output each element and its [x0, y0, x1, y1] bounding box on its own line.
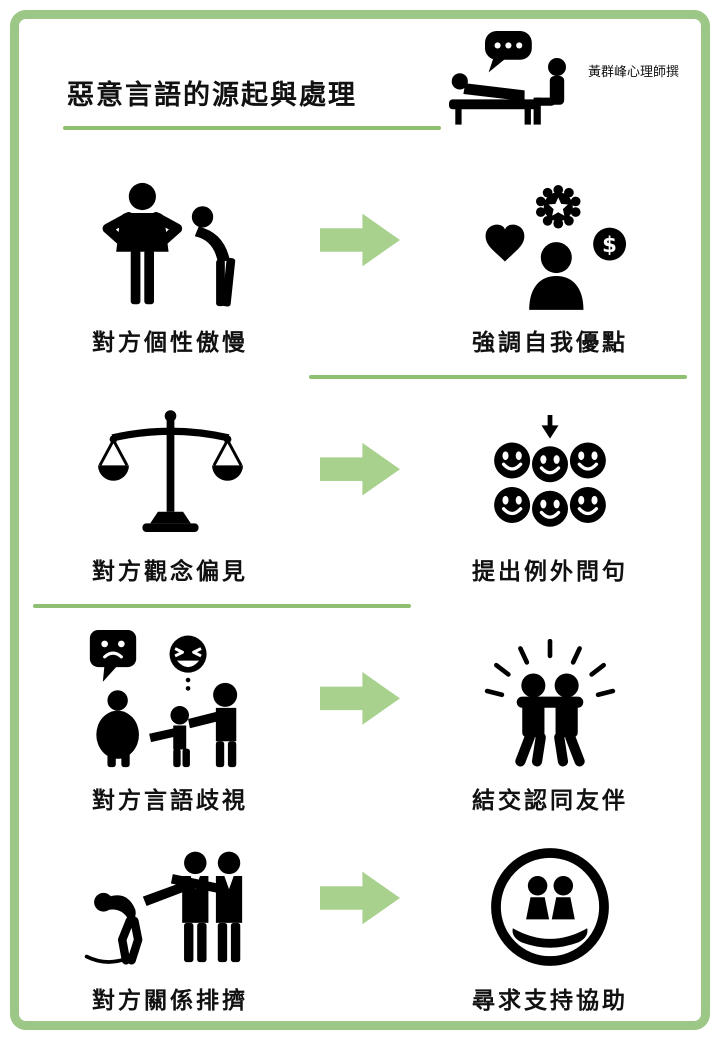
- row-2-arrow-cell: [301, 398, 419, 584]
- row-1-response-cell: $ 強調自我優點: [419, 169, 681, 355]
- divider-right: [309, 374, 687, 379]
- header: 惡意言語的源起與處理: [39, 19, 681, 169]
- content-rows: 對方個性傲慢: [33, 169, 687, 1013]
- response-label: 強調自我優點: [472, 329, 628, 355]
- smiley-grid-icon: [474, 398, 626, 540]
- row-2: 對方觀念偏見: [39, 398, 681, 584]
- row-2-cause-cell: 對方觀念偏見: [39, 398, 301, 584]
- cause-label: 對方言語歧視: [92, 787, 248, 814]
- counselor-couch-icon: [449, 31, 575, 130]
- row-3-response-cell: 結交認同友伴: [419, 627, 681, 813]
- exclusion-icon: [81, 827, 259, 969]
- row-3: 對方言語歧視: [39, 627, 681, 813]
- cause-label: 對方關係排擠: [92, 986, 248, 1013]
- friends-embrace-icon: [476, 627, 624, 769]
- author-credit: 黃群峰心理師撰: [587, 64, 679, 79]
- support-hand-icon: [488, 827, 612, 969]
- page-title: 惡意言語的源起與處理: [67, 80, 357, 110]
- response-label: 尋求支持協助: [472, 986, 628, 1013]
- row-4-response-cell: 尋求支持協助: [419, 827, 681, 1013]
- cause-label: 對方觀念偏見: [92, 558, 248, 585]
- response-label: 提出例外問句: [472, 558, 628, 585]
- title-underline: [63, 126, 441, 130]
- row-1: 對方個性傲慢: [39, 169, 681, 355]
- row-2-response-cell: 提出例外問句: [419, 398, 681, 584]
- response-label: 結交認同友伴: [472, 787, 628, 814]
- right-arrow-icon: [320, 213, 400, 267]
- row-4-cause-cell: 對方關係排擠: [39, 827, 301, 1013]
- cause-label: 對方個性傲慢: [92, 329, 248, 355]
- right-arrow-icon: [320, 871, 400, 925]
- right-arrow-icon: [320, 672, 400, 725]
- verbal-mockery-icon: [84, 627, 256, 769]
- row-4: 對方關係排擠: [39, 827, 681, 1013]
- row-4-arrow-cell: [301, 827, 419, 1013]
- svg-text:$: $: [602, 233, 617, 258]
- right-arrow-icon: [320, 442, 400, 496]
- balance-scale-icon: [97, 398, 243, 540]
- row-1-arrow-cell: [301, 169, 419, 355]
- self-strength-icon: $: [473, 169, 628, 311]
- arrogant-person-icon: [88, 169, 253, 311]
- row-3-cause-cell: 對方言語歧視: [39, 627, 301, 813]
- divider-left: [33, 603, 411, 608]
- row-1-cause-cell: 對方個性傲慢: [39, 169, 301, 355]
- row-3-arrow-cell: [301, 627, 419, 813]
- green-frame: 惡意言語的源起與處理: [10, 10, 710, 1030]
